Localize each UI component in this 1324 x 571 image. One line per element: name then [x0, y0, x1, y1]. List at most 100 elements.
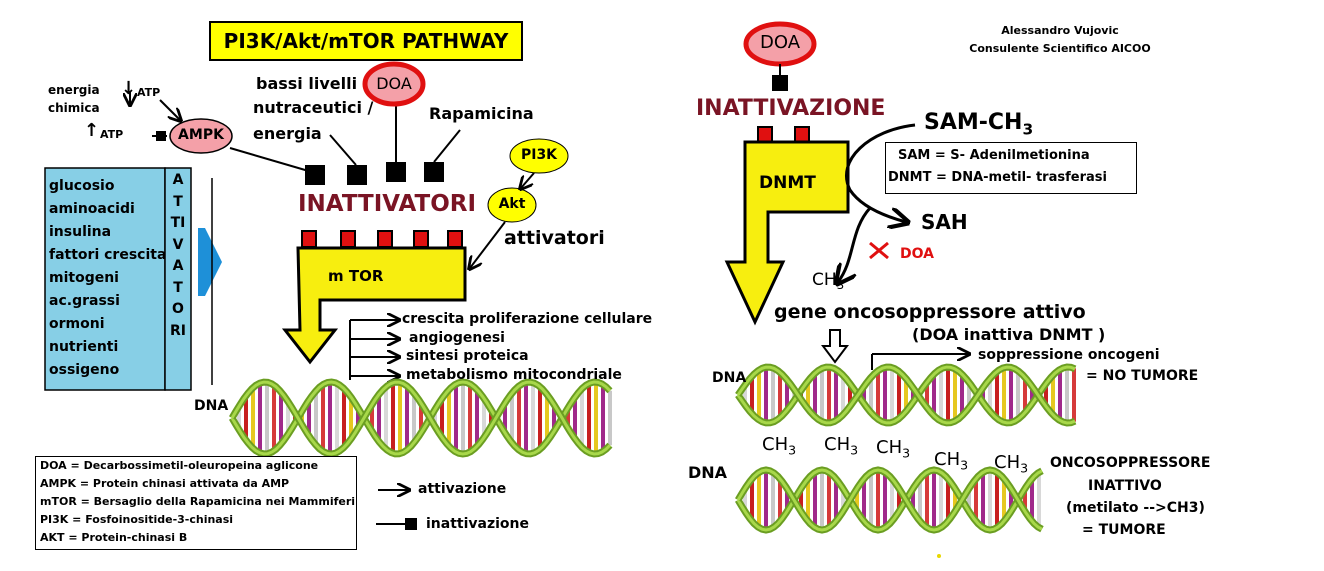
doa-label-right: DOA	[759, 32, 801, 53]
energy-label-2: chimica	[48, 101, 100, 115]
no-tumore-label: = NO TUMORE	[1086, 368, 1199, 384]
activators-box	[44, 167, 166, 391]
activator-item: ac.grassi	[49, 293, 120, 309]
nutraceutici-line-2: nutraceutici /	[253, 98, 374, 117]
sam-ch3-label: SAM-CH3	[924, 110, 1033, 138]
methyl-mark: CH3	[762, 434, 796, 457]
mtor-label: m TOR	[328, 267, 384, 285]
author-name: Alessandro Vujovic	[1001, 24, 1119, 37]
onco-inactive-line-1: ONCOSOPPRESSORE	[1050, 455, 1211, 471]
ampk-label: AMPK	[178, 127, 224, 143]
inhibitor-doa	[386, 162, 406, 182]
author-role: Consulente Scientifico AICOO	[969, 42, 1151, 55]
activator-item: ossigeno	[49, 362, 120, 378]
inattivazione-label: inattivazione	[426, 516, 529, 532]
activator-item: nutrienti	[49, 339, 119, 355]
title-box	[209, 21, 523, 61]
sam-ch3-text: SAM-CH	[924, 110, 1023, 135]
onco-inactive-line-2: INATTIVO	[1088, 478, 1162, 494]
dna-strand-highlight	[736, 468, 1043, 532]
legend-item: DOA = Decarbossimetil-oleuropeina aglico…	[40, 459, 319, 472]
sam-dnmt-definitions: SAM = S- Adenilmetionina DNMT = DNA-meti…	[885, 142, 1137, 194]
onco-inactive-line-4: = TUMORE	[1082, 522, 1166, 538]
dna-strand-highlight	[230, 380, 612, 456]
dna-label-right-bottom: DNA	[688, 463, 728, 482]
energy-label-1: energia	[48, 83, 100, 97]
dnmt-definition: DNMT = DNA-metil- trasferasi	[888, 170, 1107, 185]
atp-up-label: ATP	[100, 128, 124, 141]
legend-item: mTOR = Bersaglio della Rapamicina nei Ma…	[40, 495, 356, 508]
dnmt-shape	[724, 140, 850, 326]
inhibitor-nutraceutici	[347, 165, 367, 185]
dna-helix-left	[228, 378, 613, 458]
attivatori-column	[164, 167, 192, 391]
methyl-mark: CH3	[876, 437, 910, 460]
atp-up-arrow: ↑	[84, 120, 100, 141]
activator-item: ormoni	[49, 316, 105, 332]
inhibitor-ampk	[305, 165, 325, 185]
activator-item: mitogeni	[49, 270, 119, 286]
nutraceutici-line-3: energia	[253, 124, 322, 143]
pathway-title: PI3K/Akt/mTOR PATHWAY	[223, 29, 509, 53]
methyl-subscript: 3	[902, 445, 911, 461]
doa-block-label: DOA	[900, 246, 934, 262]
akt-ellipse	[487, 187, 537, 223]
methyl-subscript: 3	[1020, 460, 1029, 476]
inattivazione-title: INATTIVAZIONE	[696, 96, 886, 121]
attivatori-vertical: ATTIVATORI	[170, 172, 186, 339]
dna-helix-right-top	[735, 363, 1077, 427]
mtor-shape	[281, 246, 467, 365]
atp-down-arrow: ↓	[121, 78, 137, 99]
doa-label-left: DOA	[376, 74, 412, 93]
output-label: angiogenesi	[409, 330, 505, 346]
sam-ch3-subscript: 3	[1022, 120, 1034, 139]
ampk-ellipse	[169, 118, 233, 154]
gene-active-label: gene oncosoppressore attivo	[774, 301, 1086, 323]
inattivatori-label: INATTIVATORI	[298, 191, 477, 217]
atp-down-label: ATP	[137, 86, 161, 99]
attivatori-label: attivatori	[504, 227, 605, 249]
sah-label: SAH	[921, 210, 968, 234]
dna-label-left: DNA	[194, 398, 229, 414]
dna-label-right-top: DNA	[712, 370, 747, 386]
doa-inattiva-label: (DOA inattiva DNMT )	[912, 325, 1106, 344]
ch3-subscript: 3	[836, 278, 845, 293]
onco-inactive-line-3: (metilato -->CH3)	[1066, 500, 1205, 516]
pi3k-label: PI3K	[520, 147, 558, 163]
output-label: crescita proliferazione cellulare	[402, 311, 653, 327]
soppressione-label: soppressione oncogeni	[978, 347, 1160, 363]
methyl-mark: CH3	[994, 452, 1028, 475]
legend-item: AKT = Protein-chinasi B	[40, 531, 188, 544]
attivazione-label: attivazione	[418, 481, 507, 497]
dnmt-label: DNMT	[759, 173, 816, 193]
dna-strand-highlight	[736, 365, 1076, 425]
activation-block-arrow	[198, 228, 222, 296]
activator-item: insulina	[49, 224, 112, 240]
methyl-subscript: 3	[960, 457, 969, 473]
gene-hollow-arrow	[821, 329, 849, 364]
methyl-text: CH	[994, 452, 1021, 473]
legend-item: AMPK = Protein chinasi attivata da AMP	[40, 477, 290, 490]
doa-ellipse-left	[362, 61, 426, 107]
methyl-mark: CH3	[934, 449, 968, 472]
pi3k-ellipse	[509, 138, 569, 174]
methyl-text: CH	[934, 449, 961, 470]
dna-strand-highlight	[736, 468, 1043, 532]
ch3-text: CH	[812, 270, 837, 290]
methyl-text: CH	[876, 437, 903, 458]
sam-definition: SAM = S- Adenilmetionina	[898, 148, 1090, 163]
output-label: metabolismo mitocondriale	[406, 367, 622, 383]
inhibitor-rapamicina	[424, 162, 444, 182]
methyl-subscript: 3	[788, 442, 797, 458]
methyl-text: CH	[824, 434, 851, 455]
legend-box: DOA = Decarbossimetil-oleuropeina aglico…	[35, 456, 357, 550]
activator-item: fattori crescita	[49, 247, 167, 263]
dna-strand-highlight	[230, 380, 612, 456]
legend-item: PI3K = Fosfoinositide-3-chinasi	[40, 513, 234, 526]
nutraceutici-line-1: bassi livelli	[256, 74, 358, 93]
dna-strand-highlight	[736, 365, 1076, 425]
dna-helix-right-bottom	[734, 466, 1044, 534]
methyl-mark: CH3	[824, 434, 858, 457]
